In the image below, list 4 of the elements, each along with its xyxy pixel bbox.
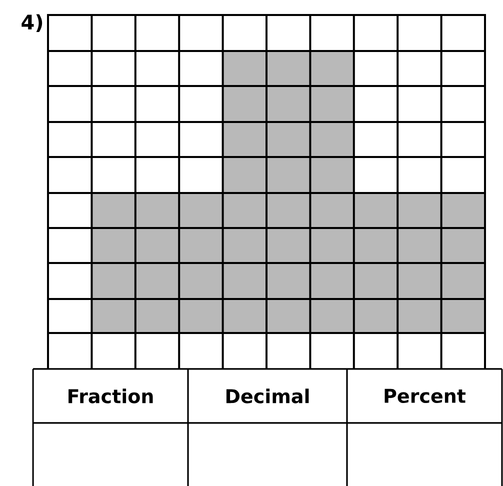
problem-number: 4)	[22, 14, 42, 32]
column-header: Decimal	[226, 388, 309, 404]
column-header: Percent	[384, 388, 466, 404]
column-header: Fraction	[68, 388, 153, 404]
